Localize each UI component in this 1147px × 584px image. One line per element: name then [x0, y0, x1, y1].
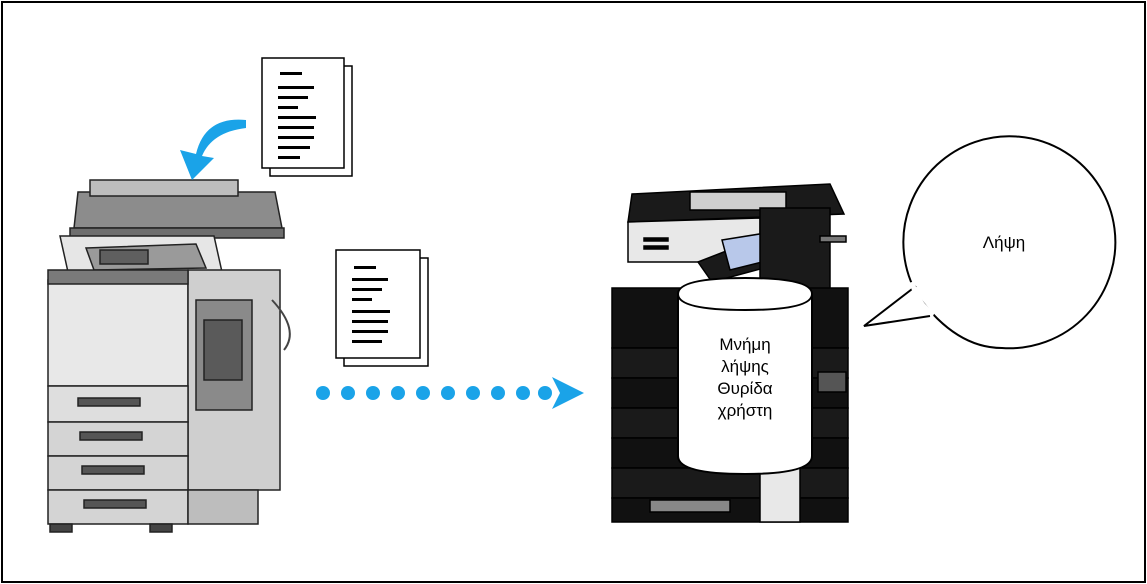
- speech-label: Λήψη: [983, 233, 1025, 252]
- memory-label-line-4: χρήστη: [718, 401, 773, 420]
- memory-label-line-1: Μνήμη: [719, 335, 770, 354]
- document-icon: [261, 57, 353, 177]
- curved-arrow-icon: [180, 119, 246, 180]
- sending-device-icon: [47, 179, 291, 533]
- memory-label-line-2: λήψης: [721, 357, 769, 376]
- document-icon: [335, 249, 429, 367]
- memory-cylinder-icon: [677, 276, 813, 476]
- memory-label-line-3: Θυρίδα: [717, 379, 772, 398]
- dotted-arrow-icon: [316, 377, 584, 409]
- speech-bubble: [863, 135, 1117, 350]
